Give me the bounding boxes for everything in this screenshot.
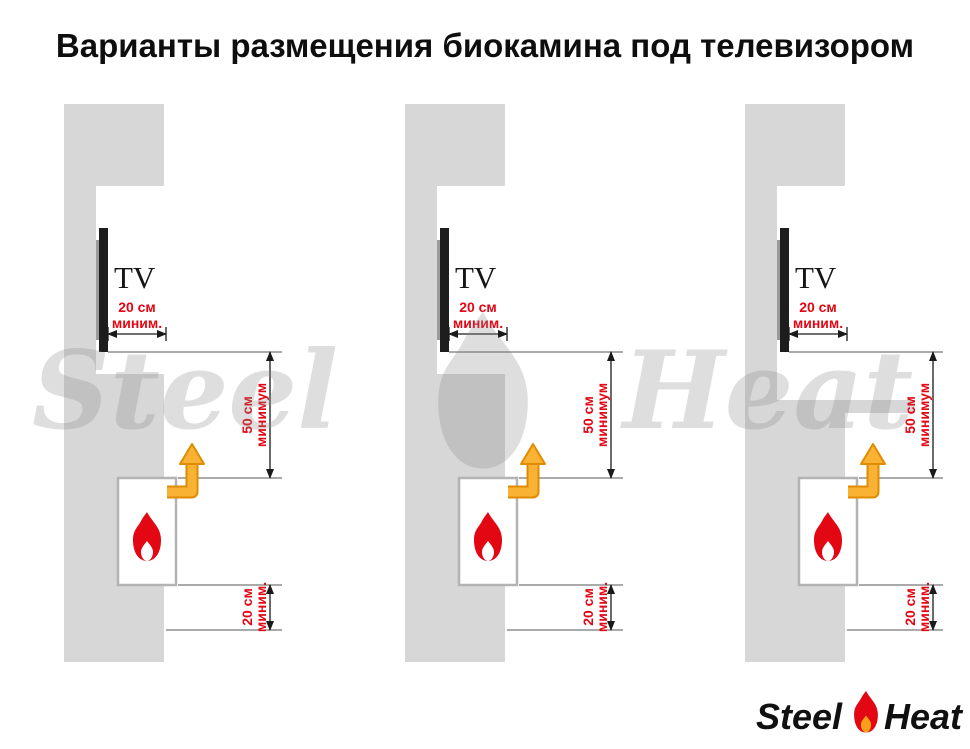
heat-flow-arrow-icon: [508, 443, 546, 499]
tv-label: TV: [114, 260, 156, 295]
wall-section-shape: [405, 104, 505, 662]
flame-icon: [814, 512, 842, 561]
tv-icon: [780, 228, 789, 352]
tv-icon: [99, 228, 108, 352]
tv-clearance-value: 20 см: [118, 299, 156, 315]
tv-clearance-unit: миним.: [793, 315, 843, 331]
floor-clearance-unit: миним.: [594, 582, 610, 632]
fireplace-clearance-unit: минимум: [253, 383, 269, 447]
tv-clearance-unit: миним.: [453, 315, 503, 331]
heat-flow-arrow-icon: [167, 443, 205, 499]
fireplace-clearance-unit: минимум: [916, 383, 932, 447]
shelf-shape: [777, 400, 915, 413]
floor-clearance-unit: миним.: [253, 582, 269, 632]
page-title: Варианты размещения биокамина под телеви…: [56, 27, 914, 64]
tv-clearance-value: 20 см: [799, 299, 837, 315]
heat-flow-arrow-icon: [848, 443, 886, 499]
panel-variant-1: TV 20 см миним. 50 см минимум 20 см мини…: [64, 104, 282, 662]
tv-clearance-value: 20 см: [459, 299, 497, 315]
panel-variant-2: TV 20 см миним. 50 см минимум 20 см мини…: [405, 104, 623, 662]
flame-icon: [133, 512, 161, 561]
tv-label: TV: [795, 260, 837, 295]
fireplace-clearance-value: 50 см: [239, 396, 255, 434]
logo-flame-icon: [854, 690, 878, 733]
flame-icon: [474, 512, 502, 561]
tv-label: TV: [455, 260, 497, 295]
floor-clearance-value: 20 см: [580, 588, 596, 626]
tv-clearance-unit: миним.: [112, 315, 162, 331]
tv-icon: [440, 228, 449, 352]
logo: Steel Heat: [756, 690, 964, 737]
fireplace-clearance-value: 50 см: [580, 396, 596, 434]
floor-clearance-value: 20 см: [902, 588, 918, 626]
floor-clearance-unit: миним.: [916, 582, 932, 632]
wall-section-shape: [745, 104, 845, 662]
panel-variant-3: TV 20 см миним. 50 см минимум 20 см мини…: [745, 104, 943, 662]
logo-heat-text: Heat: [884, 696, 964, 737]
floor-clearance-value: 20 см: [239, 588, 255, 626]
fireplace-clearance-value: 50 см: [902, 396, 918, 434]
logo-steel-text: Steel: [756, 696, 843, 737]
fireplace-clearance-unit: минимум: [594, 383, 610, 447]
wall-section-shape: [64, 104, 164, 662]
